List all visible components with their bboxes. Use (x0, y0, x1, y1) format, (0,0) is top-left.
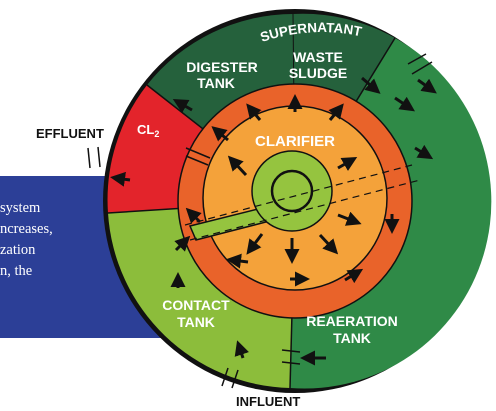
contact-tank-label-line2: TANK (177, 314, 215, 330)
flow-arrow-icon (234, 340, 249, 359)
flow-arrow-icon (328, 103, 344, 121)
flow-arrow-icon (414, 144, 434, 160)
pipe-stub (97, 146, 101, 168)
flow-arrow-icon (246, 233, 264, 255)
waste-sludge-label-line2: SLUDGE (289, 65, 347, 81)
pipe-stub (231, 369, 239, 389)
digester-tank-label-line1: DIGESTER (186, 59, 258, 75)
dashed-pipe (189, 179, 421, 241)
caption-line: system (0, 200, 41, 216)
flow-arrow-icon (110, 171, 131, 187)
effluent-label: EFFLUENT (36, 126, 104, 141)
dashed-pipe (184, 164, 413, 226)
pipe-stub (185, 155, 209, 166)
caption-line: zation (0, 242, 36, 258)
flow-arrows (110, 76, 437, 366)
flow-arrow-icon (226, 253, 249, 269)
chlorine-label: CL2 (137, 122, 159, 139)
chlorine-label-main: CL (137, 122, 154, 137)
flow-arrow-icon (227, 155, 248, 177)
flow-arrow-icon (172, 99, 193, 113)
caption-line: ncreases, (0, 221, 53, 237)
reaeration-tank-label-line1: REAERATION (306, 313, 398, 329)
flow-arrow-icon (337, 211, 362, 226)
digester-tank-label-line2: TANK (197, 75, 235, 91)
dashed-pipes (184, 164, 421, 241)
pipe-stub (281, 361, 301, 365)
pipe-stub (407, 53, 427, 65)
pipe-stub (411, 61, 433, 75)
influent-label: INFLUENT (236, 394, 300, 409)
waste-sludge-label-line1: WASTE (293, 49, 343, 65)
flow-arrow-icon (246, 103, 262, 121)
caption-text: system ncreases, zation n, the (0, 198, 130, 282)
flow-arrow-icon (174, 235, 191, 252)
clarifier-center-well (270, 169, 314, 213)
pipe-stub (185, 147, 211, 159)
pipe-stub (281, 349, 301, 353)
reaeration-tank-label-line2: TANK (333, 330, 371, 346)
flow-arrow-icon (361, 76, 381, 94)
flow-arrow-icon (337, 157, 358, 171)
clarifier-label: CLARIFIER (255, 133, 335, 150)
pipe-stub (221, 367, 229, 387)
pipe-stub (87, 147, 91, 169)
caption-line: n, the (0, 263, 33, 279)
flow-arrow-icon (344, 268, 364, 284)
flow-arrow-icon (211, 126, 229, 142)
flow-arrow-icon (318, 233, 339, 255)
pipe-stubs (87, 53, 433, 389)
contact-tank-label-line1: CONTACT (162, 297, 230, 313)
chlorine-label-subscript: 2 (154, 129, 159, 139)
flow-arrow-icon (185, 207, 202, 224)
flow-arrow-icon (394, 96, 415, 112)
flow-arrow-icon (417, 78, 437, 94)
